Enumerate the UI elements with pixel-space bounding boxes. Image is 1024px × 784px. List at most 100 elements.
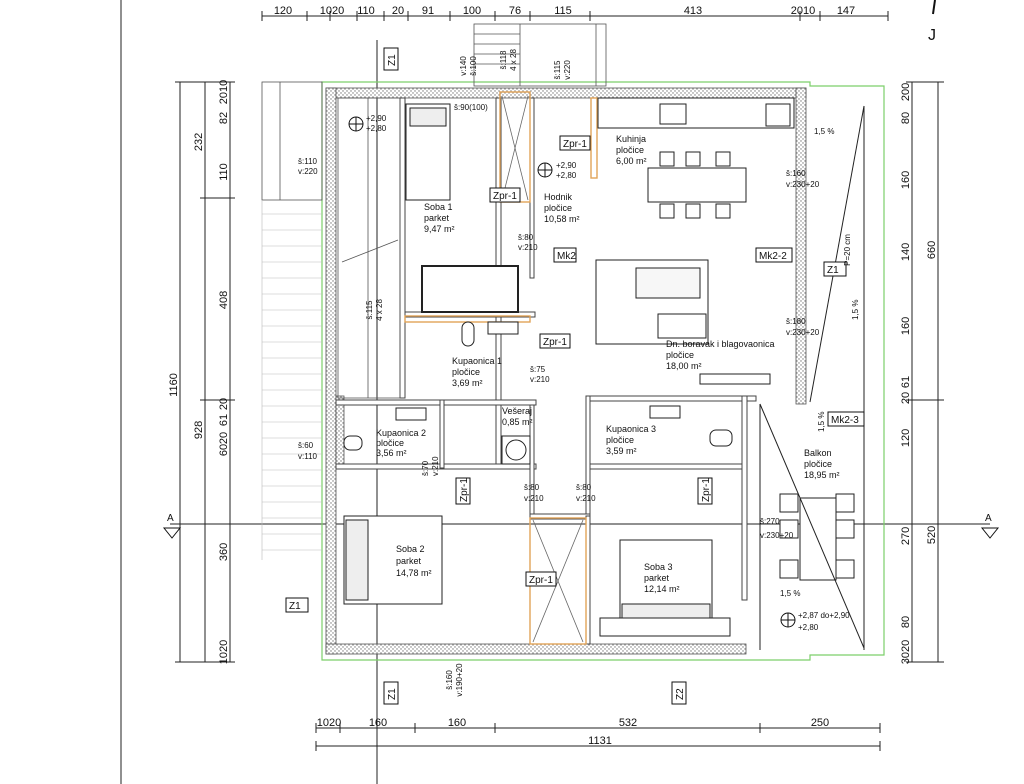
op-h220: v:220: [298, 167, 318, 176]
op-s80: š:80: [518, 233, 534, 242]
op-s270: š:270: [760, 517, 780, 526]
bottom-dim-1: 160: [369, 717, 387, 729]
top-dim-10: 147: [837, 5, 855, 17]
op-v230b: v:230+20: [786, 328, 820, 337]
level-1b: +2,80: [366, 124, 387, 133]
op-v210b: v:210: [530, 375, 550, 384]
tag-mk2-3: Mk2-3: [831, 415, 859, 426]
room-area: 9,47 m²: [424, 224, 455, 234]
right-total-0: 660: [926, 241, 938, 259]
sink-k3: [649, 405, 681, 419]
top-dimension-line: 120 1020 110 20 91 100 76 115 413 2010 1…: [261, 5, 889, 21]
slope-1: 1,5 %: [814, 127, 834, 136]
room-name: Soba 2: [396, 544, 425, 554]
room-floor: parket: [424, 213, 450, 223]
room-area: 3,59 m²: [606, 446, 637, 456]
room-soba-3: Soba 3 parket 12,14 m²: [644, 562, 680, 594]
furniture: [343, 97, 855, 637]
sofa-soba-1: [421, 265, 519, 313]
tag-z1-d: Z1: [387, 688, 398, 700]
top-dim-4: 91: [422, 5, 434, 17]
room-veseraj: Vešeraj 0,85 m²: [502, 406, 533, 427]
left-inner-dim-7: 1020: [218, 640, 230, 664]
building-outline: [321, 81, 885, 661]
room-soba-2: Soba 2 parket 14,78 m²: [396, 544, 432, 578]
room-area: 18,00 m²: [666, 361, 702, 371]
right-dim-8: 270: [900, 527, 912, 545]
level-3b: +2,80: [798, 623, 819, 632]
left-inner-dim-2: 110: [218, 163, 230, 181]
bottom-dim-4: 250: [811, 717, 829, 729]
room-kupaonica-3: Kupaonica 3 pločice 3,59 m²: [606, 424, 656, 456]
room-area: 14,78 m²: [396, 568, 432, 578]
slope-4: 1,5 %: [780, 589, 800, 598]
left-inner-dim-5: 20: [218, 432, 230, 444]
op-w110: š:110: [298, 157, 318, 166]
room-area: 18,95 m²: [804, 470, 840, 480]
room-area: 6,00 m²: [616, 156, 647, 166]
room-area: 0,85 m²: [502, 417, 533, 427]
stair-label-4: 4 x 28: [375, 299, 384, 321]
bottom-dim-0: 1020: [317, 717, 341, 729]
room-name: Vešeraj: [502, 406, 532, 416]
bottom-dim-2: 160: [448, 717, 466, 729]
left-mid-dim-1: 408: [218, 291, 230, 309]
sink-k1: [487, 321, 519, 335]
kitchen-counter: [597, 97, 795, 129]
room-floor: pločice: [616, 145, 644, 155]
top-dim-8: 413: [684, 5, 702, 17]
room-name: Soba 3: [644, 562, 673, 572]
slope-3: 1,5 %: [817, 412, 826, 432]
left-mid-dim-3: 360: [218, 543, 230, 561]
right-dim-1: 80: [900, 112, 912, 124]
room-floor: pločice: [452, 367, 480, 377]
sink-k2: [395, 407, 427, 421]
toilet-k3: [709, 429, 733, 447]
room-name: Kuhinja: [616, 134, 646, 144]
tag-zpr1-b: Zpr-1: [493, 191, 517, 202]
tag-z1-b: Z1: [289, 601, 301, 612]
toilet-k1: [461, 321, 475, 347]
op-s100: š:100: [469, 56, 478, 76]
room-kupaonica-1: Kupaonica 1 pločice 3,69 m²: [452, 356, 502, 388]
room-name: Balkon: [804, 448, 832, 458]
tv-unit: [699, 373, 771, 385]
tag-zpr1-e: Zpr-1: [459, 478, 470, 502]
room-name: Kupaonica 2: [376, 428, 426, 438]
stairs-top: [473, 23, 607, 87]
op-v230: v:230+20: [786, 180, 820, 189]
op-v210e: v:210: [576, 494, 596, 503]
top-dim-7: 115: [554, 5, 572, 17]
dining-table: [647, 167, 747, 203]
top-dim-9: 2010: [791, 5, 815, 17]
room-floor: pločice: [544, 203, 572, 213]
slope-5: P=20 cm: [843, 234, 852, 266]
top-dim-1: 1020: [320, 5, 344, 17]
top-dim-2: 110: [357, 5, 375, 17]
bottom-dimension-line: 1020 160 160 532 250 1131: [315, 717, 881, 751]
right-dimension-lines: [906, 81, 944, 663]
op-v230c: v:230+20: [760, 531, 794, 540]
room-floor: pločice: [376, 438, 404, 448]
left-dimension-lines: [175, 81, 235, 663]
op-s115: š:115: [553, 60, 562, 80]
right-total-1: 520: [926, 526, 938, 544]
room-floor: pločice: [804, 459, 832, 469]
tag-zpr1-d: Zpr-1: [529, 575, 553, 586]
tag-mk2-2: Mk2-2: [759, 251, 787, 262]
section-mark-left: A: [167, 513, 174, 524]
room-floor: pločice: [666, 350, 694, 360]
room-area: 12,14 m²: [644, 584, 680, 594]
tag-zpr1-c: Zpr-1: [543, 337, 567, 348]
left-inner-dim-1: 82: [218, 112, 230, 124]
washer: [501, 435, 531, 465]
stairs-left: [261, 81, 401, 560]
op-v210: v:210: [518, 243, 538, 252]
right-dim-10: 3020: [900, 640, 912, 664]
tag-zpr1-a: Zpr-1: [563, 139, 587, 150]
room-name: Kupaonica 1: [452, 356, 502, 366]
op-s60: š:60: [298, 441, 314, 450]
room-soba-1: Soba 1 parket 9,47 m²: [424, 202, 455, 234]
level-markers: [348, 116, 796, 628]
tag-zpr1-f: Zpr-1: [701, 478, 712, 502]
